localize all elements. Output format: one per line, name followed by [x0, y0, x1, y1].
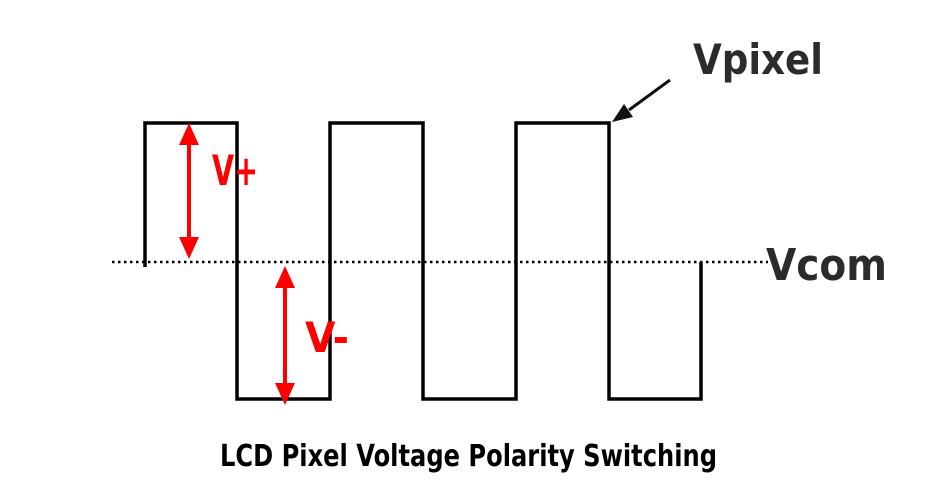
vcom-label: Vcom	[766, 240, 887, 291]
vplus-measure-arrow	[179, 123, 199, 259]
diagram-title: LCD Pixel Voltage Polarity Switching	[220, 439, 717, 474]
vpixel-label: Vpixel	[693, 35, 823, 84]
vminus-arrowhead-top	[275, 266, 295, 288]
vminus-label: V-	[305, 313, 349, 362]
vminus-arrowhead-bottom	[275, 383, 295, 405]
vpixel-pointer-shaft	[628, 78, 671, 112]
vminus-measure-arrow	[275, 266, 295, 405]
vplus-label: V+	[212, 146, 258, 195]
vplus-arrowhead-top	[179, 123, 199, 145]
vpixel-pointer-arrow	[612, 78, 671, 122]
pixel-voltage-waveform	[143, 121, 703, 401]
vpixel-pointer-arrowhead	[612, 104, 633, 122]
vplus-arrowhead-bottom	[179, 237, 199, 259]
